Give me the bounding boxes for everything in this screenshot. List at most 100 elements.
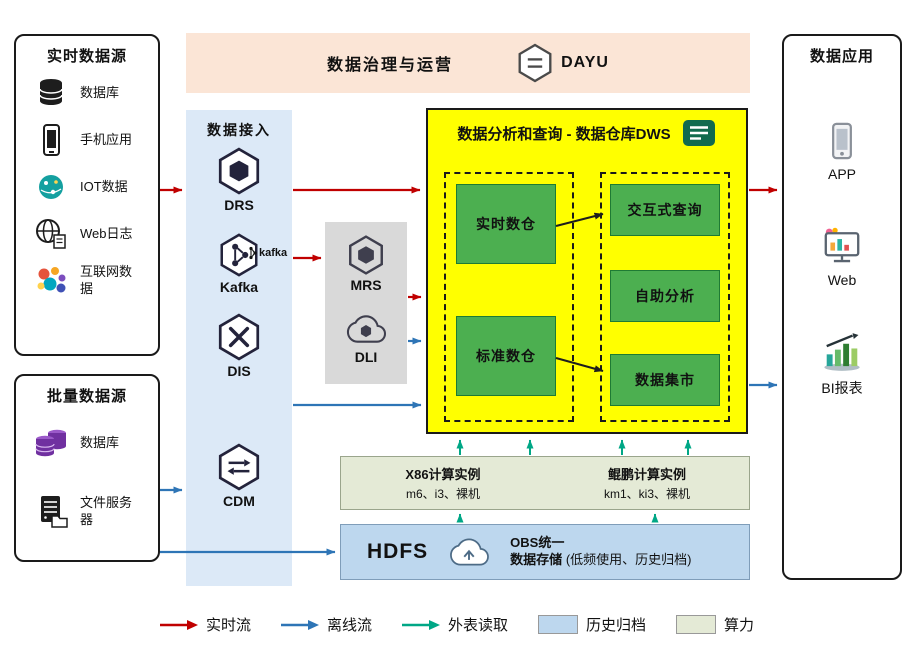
legend-external-read: 外表读取 (401, 614, 508, 635)
legend-label: 实时流 (205, 617, 251, 634)
app-label: APP (827, 166, 856, 182)
globe-document-icon (36, 219, 66, 249)
dayu-hexagon-icon (518, 43, 552, 83)
archive-swatch (538, 615, 578, 634)
kafka-logo-badge: kafka (248, 246, 287, 260)
governance-title: 数据治理与运营 (327, 57, 454, 74)
source-label: IOT数据 (80, 178, 128, 194)
source-item: IOT数据 (32, 170, 158, 204)
web-monitor-icon (824, 227, 860, 263)
app-item: APP (821, 122, 863, 182)
apps-title: 数据应用 (809, 48, 874, 65)
realtime-warehouse-box: 实时数仓 (456, 184, 556, 264)
storage-box: HDFS OBS统一 数据存储 (低频使用、历史归档) (340, 524, 750, 580)
governance-banner: 数据治理与运营 DAYU (186, 33, 750, 93)
legend-archive: 历史归档 (538, 614, 646, 635)
compute-title: X86计算实例 (405, 467, 481, 482)
obs-line1: OBS统一 (510, 535, 565, 551)
mrs-hexagon-icon (349, 235, 383, 275)
source-item: 数据库 (32, 76, 158, 110)
kafka-mark-icon (249, 246, 257, 260)
source-label: 文件服务器 (80, 495, 133, 527)
batch-sources-title: 批量数据源 (46, 388, 127, 405)
service-drs: DRS (186, 146, 292, 213)
legend: 实时流 离线流 外表读取 历史归档 算力 (0, 614, 914, 635)
compute-title: 鲲鹏计算实例 (607, 467, 686, 482)
source-label: Web日志 (80, 225, 133, 241)
hdfs-label: HDFS (367, 540, 429, 563)
dws-title: 数据分析和查询 - 数据仓库DWS (457, 125, 671, 143)
service-label: DLI (354, 349, 378, 365)
compute-spec: m6、i3、裸机 (405, 487, 480, 501)
obs-label: OBS统一 数据存储 (低频使用、历史归档) (510, 535, 691, 569)
legend-compute: 算力 (676, 614, 754, 635)
source-item: 数据库 (32, 426, 158, 460)
legend-realtime: 实时流 (159, 614, 251, 635)
batch-sources-list: 数据库 文件服务器 (16, 406, 158, 530)
app-item: BI报表 (819, 332, 865, 398)
green-box-label: 交互式查询 (627, 202, 703, 218)
app-label: Web (827, 272, 857, 288)
service-mrs: MRS (325, 234, 407, 293)
source-label: 数据库 (80, 434, 120, 450)
drs-hexagon-icon (218, 147, 260, 195)
service-cdm: CDM (186, 442, 292, 509)
batch-sources-panel: 批量数据源 数据库 (14, 374, 160, 562)
warehouse-dashed-group (444, 172, 574, 422)
service-label: Kafka (219, 279, 259, 295)
cdm-hexagon-icon (218, 443, 260, 491)
database-icon (39, 79, 63, 105)
legend-label: 离线流 (326, 617, 372, 634)
service-label: MRS (350, 277, 382, 293)
green-box-label: 标准数仓 (476, 348, 536, 364)
app-label: BI报表 (821, 380, 863, 396)
legend-label: 历史归档 (586, 617, 647, 634)
kafka-badge-label: kafka (259, 247, 288, 259)
legend-label: 外表读取 (447, 617, 508, 634)
source-item: 文件服务器 (32, 494, 158, 530)
standard-warehouse-box: 标准数仓 (456, 316, 556, 396)
compute-swatch (676, 615, 717, 634)
source-item: 手机应用 (32, 123, 158, 157)
source-item: Web日志 (32, 217, 158, 251)
dli-cloud-icon (346, 315, 387, 343)
database-purple-icon (35, 429, 66, 457)
realtime-sources-list: 数据库 手机应用 IOT数据 (16, 66, 158, 298)
legend-label: 算力 (724, 617, 755, 634)
legend-offline: 离线流 (280, 614, 372, 635)
bi-chart-icon (824, 333, 860, 371)
service-dli: DLI (325, 310, 407, 365)
source-label: 手机应用 (80, 131, 133, 147)
phone-icon (43, 124, 60, 156)
x86-compute: X86计算实例 m6、i3、裸机 (341, 457, 545, 509)
green-box-label: 数据集市 (635, 372, 695, 388)
kafka-hexagon-icon (220, 233, 258, 277)
service-label: DRS (224, 197, 254, 213)
ingestion-title: 数据接入 (207, 122, 271, 138)
apps-panel: 数据应用 APP (782, 34, 902, 580)
data-mart-box: 数据集市 (610, 354, 720, 406)
compute-spec: km1、ki3、裸机 (603, 487, 690, 501)
source-label: 数据库 (80, 84, 120, 100)
service-kafka: Kafka (186, 232, 292, 295)
blue-arrow-icon (280, 619, 319, 630)
app-phone-icon (832, 122, 852, 160)
ingestion-column: 数据接入 DRS Kafka (186, 110, 292, 586)
interactive-query-box: 交互式查询 (610, 184, 720, 236)
dws-document-icon (682, 120, 715, 146)
service-label: DIS (227, 363, 251, 379)
apps-list: APP Web (784, 66, 900, 398)
iot-icon (39, 175, 63, 199)
dws-panel: 数据分析和查询 - 数据仓库DWS 实时数仓 标准数仓 交互式查询 自助分析 数… (426, 108, 748, 434)
dayu-label: DAYU (561, 54, 609, 71)
red-arrow-icon (159, 619, 198, 630)
service-dis: DIS (186, 312, 292, 379)
app-item: Web (820, 226, 864, 288)
obs-cloud-icon (450, 538, 490, 566)
teal-arrow-icon (401, 619, 440, 630)
dws-title-row: 数据分析和查询 - 数据仓库DWS (428, 110, 746, 148)
realtime-sources-title: 实时数据源 (46, 48, 127, 65)
green-box-label: 实时数仓 (476, 216, 536, 232)
kunpeng-compute: 鲲鹏计算实例 km1、ki3、裸机 (545, 457, 749, 509)
